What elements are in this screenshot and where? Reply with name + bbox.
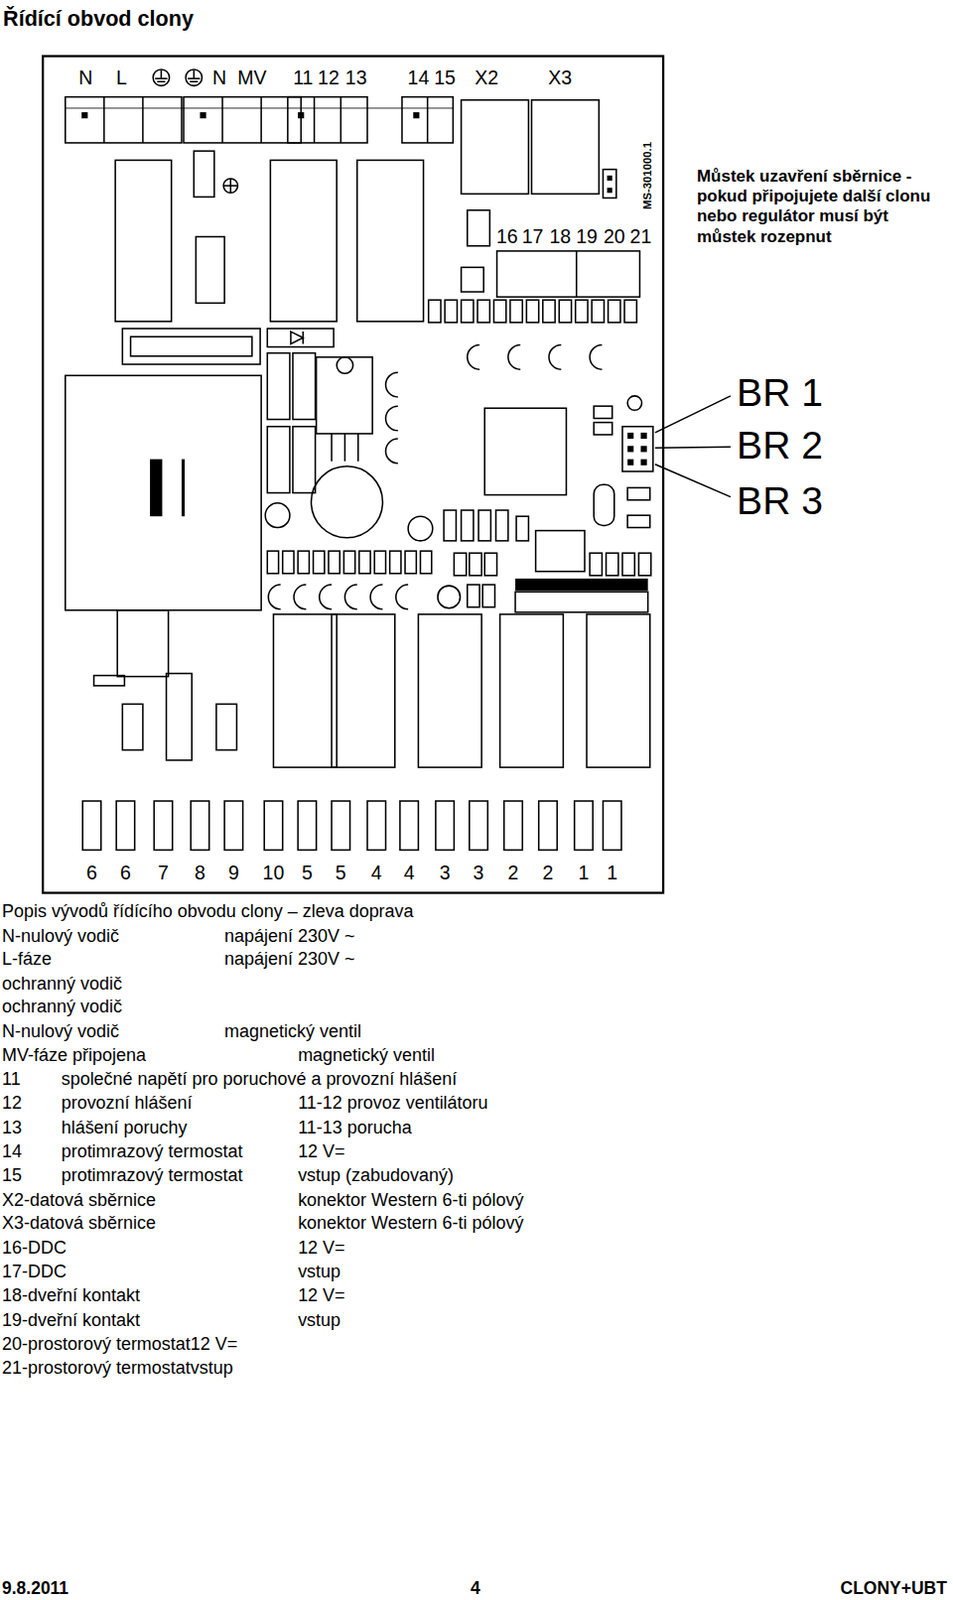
- pin-function: 12 V=: [297, 1237, 345, 1259]
- terminal-label: 14: [408, 66, 430, 89]
- jumper-label: BR 2: [736, 423, 823, 469]
- terminal-label: 3: [439, 861, 451, 884]
- pin-name: ochranný vodič: [1, 996, 123, 1018]
- pin-function: vstup: [297, 1310, 341, 1332]
- terminal-label: MV: [237, 66, 267, 89]
- terminal-label: 4: [371, 861, 383, 884]
- jumper-label: BR 1: [736, 370, 823, 415]
- terminal-label: X3: [547, 66, 572, 89]
- pin-name: ochranný vodič: [1, 972, 123, 994]
- pin-function: konektor Western 6-ti pólový: [297, 1189, 524, 1211]
- pin-function: magnetický ventil: [297, 1044, 435, 1066]
- pin-number: 14: [1, 1141, 22, 1163]
- terminal-label: L: [116, 66, 128, 89]
- pin-name: 18-dveřní kontakt: [1, 1285, 140, 1307]
- page-title: Řídící obvod clony: [2, 5, 194, 31]
- pin-number: 11: [1, 1069, 21, 1090]
- pin-name: X3-datová sběrnice: [1, 1213, 156, 1234]
- pin-name: 21-prostorový termostatvstup: [1, 1358, 234, 1379]
- jumper-label: BR 3: [736, 478, 823, 524]
- terminal-label: 2: [543, 861, 554, 884]
- pin-name: MV-fáze připojena: [1, 1044, 146, 1066]
- callout-note: Můstek uzavření sběrnice - pokud připoju…: [696, 166, 943, 248]
- terminal-label: 16: [496, 225, 519, 248]
- terminal-label: 5: [301, 861, 313, 884]
- pin-name: 17-DDC: [1, 1260, 67, 1282]
- footer-product: CLONY+UBT: [840, 1578, 948, 1599]
- terminal-label: 8: [194, 861, 206, 884]
- pin-function: napájení 230V ~: [224, 949, 355, 970]
- terminal-label: 21: [630, 225, 653, 248]
- pin-name: L-fáze: [1, 949, 52, 970]
- pin-name: 20-prostorový termostat12 V=: [1, 1333, 238, 1355]
- pin-name: X2-datová sběrnice: [1, 1189, 156, 1211]
- pin-name: N-nulový vodič: [1, 1021, 120, 1043]
- pin-function: konektor Western 6-ti pólový: [297, 1213, 524, 1234]
- terminal-label: 15: [433, 66, 456, 89]
- pin-number: 12: [1, 1092, 22, 1114]
- pin-name: hlášení poruchy: [61, 1116, 188, 1138]
- pin-function: 12 V=: [297, 1141, 345, 1163]
- pin-name: 19-dveřní kontakt: [1, 1310, 140, 1332]
- pin-name: společné napětí pro poruchové a provozní…: [61, 1069, 458, 1090]
- pin-number: 15: [1, 1165, 22, 1187]
- terminal-label: 7: [157, 861, 169, 884]
- pin-function: vstup: [297, 1260, 341, 1282]
- terminal-label: 6: [120, 861, 132, 884]
- pin-function: napájení 230V ~: [224, 925, 355, 947]
- terminal-label: N: [212, 66, 227, 89]
- terminal-label: 6: [86, 861, 98, 884]
- pin-name: provozní hlášení: [61, 1092, 193, 1114]
- terminal-label: 11: [292, 66, 313, 89]
- terminal-label: 18: [548, 225, 571, 248]
- pin-name: N-nulový vodič: [1, 925, 120, 947]
- pin-name: protimrazový termostat: [61, 1165, 244, 1187]
- terminal-label: 9: [228, 861, 240, 884]
- pin-number: 13: [1, 1116, 22, 1138]
- list-heading: Popis vývodů řídícího obvodu clony – zle…: [1, 901, 414, 923]
- footer-date: 9.8.2011: [1, 1578, 69, 1599]
- pin-function: 11-12 provoz ventilátoru: [297, 1092, 488, 1114]
- terminal-label: 13: [345, 66, 368, 89]
- terminal-label: 17: [522, 225, 545, 248]
- terminal-label: 20: [603, 225, 626, 248]
- pin-function: 11-13 porucha: [297, 1116, 412, 1138]
- terminal-label: 2: [508, 861, 520, 884]
- terminal-label: 4: [404, 861, 415, 884]
- terminal-label: 5: [335, 861, 347, 884]
- terminal-label: 19: [575, 225, 598, 248]
- terminal-label: X2: [474, 66, 499, 89]
- board-id: MS-301000.1: [640, 141, 654, 210]
- terminal-label: 1: [577, 861, 589, 884]
- terminal-label: 10: [263, 861, 285, 884]
- pin-name: 16-DDC: [1, 1237, 67, 1259]
- terminal-label: 12: [317, 66, 340, 89]
- pin-function: vstup (zabudovaný): [297, 1165, 454, 1187]
- terminal-label: N: [78, 66, 93, 89]
- page-number: 4: [470, 1578, 481, 1599]
- pin-name: protimrazový termostat: [61, 1141, 244, 1163]
- pin-function: magnetický ventil: [224, 1021, 362, 1043]
- terminal-label: 1: [606, 861, 618, 884]
- terminal-label: 3: [473, 861, 485, 884]
- pin-function: 12 V=: [297, 1285, 345, 1307]
